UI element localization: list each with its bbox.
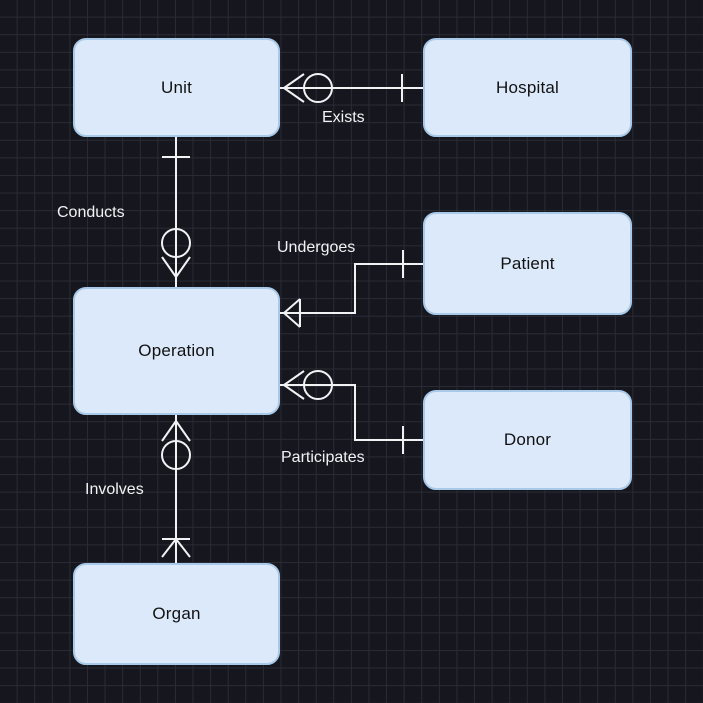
entity-label-patient: Patient — [500, 253, 555, 273]
relationship-label-undergoes: Undergoes — [277, 239, 356, 256]
relationship-label-conducts: Conducts — [57, 204, 125, 221]
entity-label-unit: Unit — [160, 77, 193, 97]
edge-conducts[interactable] — [161, 137, 191, 287]
entity-unit[interactable]: Unit — [73, 38, 280, 137]
entity-label-organ: Organ — [152, 604, 201, 623]
entity-operation[interactable]: Operation — [73, 287, 280, 415]
edge-involves[interactable] — [161, 415, 191, 563]
relationship-label-involves: Involves — [85, 481, 144, 498]
entity-label-operation: Operation — [138, 341, 215, 360]
relationship-label-exists: Exists — [322, 109, 365, 126]
entity-organ[interactable]: Organ — [73, 563, 280, 665]
relationship-label-participates: Participates — [281, 449, 365, 466]
entity-label-hospital: Hospital — [495, 77, 560, 97]
edge-undergoes[interactable] — [280, 250, 423, 328]
entity-donor[interactable]: Donor — [423, 390, 632, 490]
entity-hospital[interactable]: Hospital — [423, 38, 632, 137]
entity-label-donor: Donor — [503, 430, 552, 449]
edge-participates[interactable] — [280, 370, 423, 454]
edge-exists[interactable] — [280, 73, 423, 103]
entity-patient[interactable]: Patient — [423, 212, 632, 315]
